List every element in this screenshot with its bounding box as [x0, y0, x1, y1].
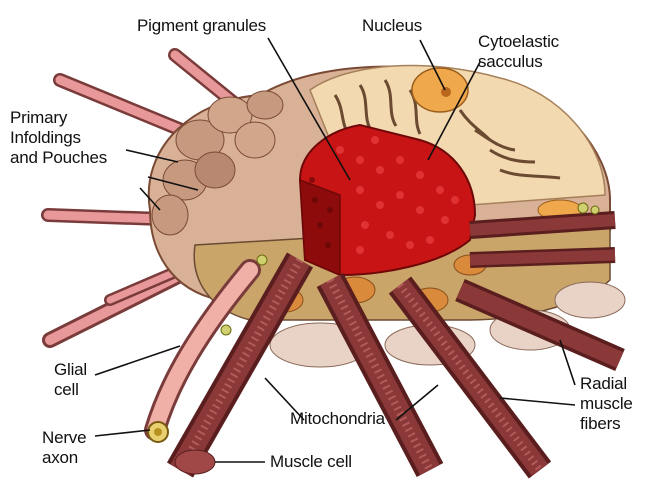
label-pigment-granules: Pigment granules	[137, 16, 266, 36]
label-nucleus: Nucleus	[362, 16, 422, 36]
label-radial-muscle-fibers: Radial muscle fibers	[580, 374, 633, 434]
label-mitochondria: Mitochondria	[290, 409, 385, 429]
label-glial-cell: Glial cell	[54, 360, 87, 400]
label-cytoelastic-sacculus: Cytoelastic sacculus	[478, 32, 559, 72]
label-nerve-axon: Nerve axon	[42, 428, 86, 468]
label-primary-infoldings: Primary Infoldings and Pouches	[10, 108, 107, 168]
label-muscle-cell: Muscle cell	[270, 452, 352, 472]
